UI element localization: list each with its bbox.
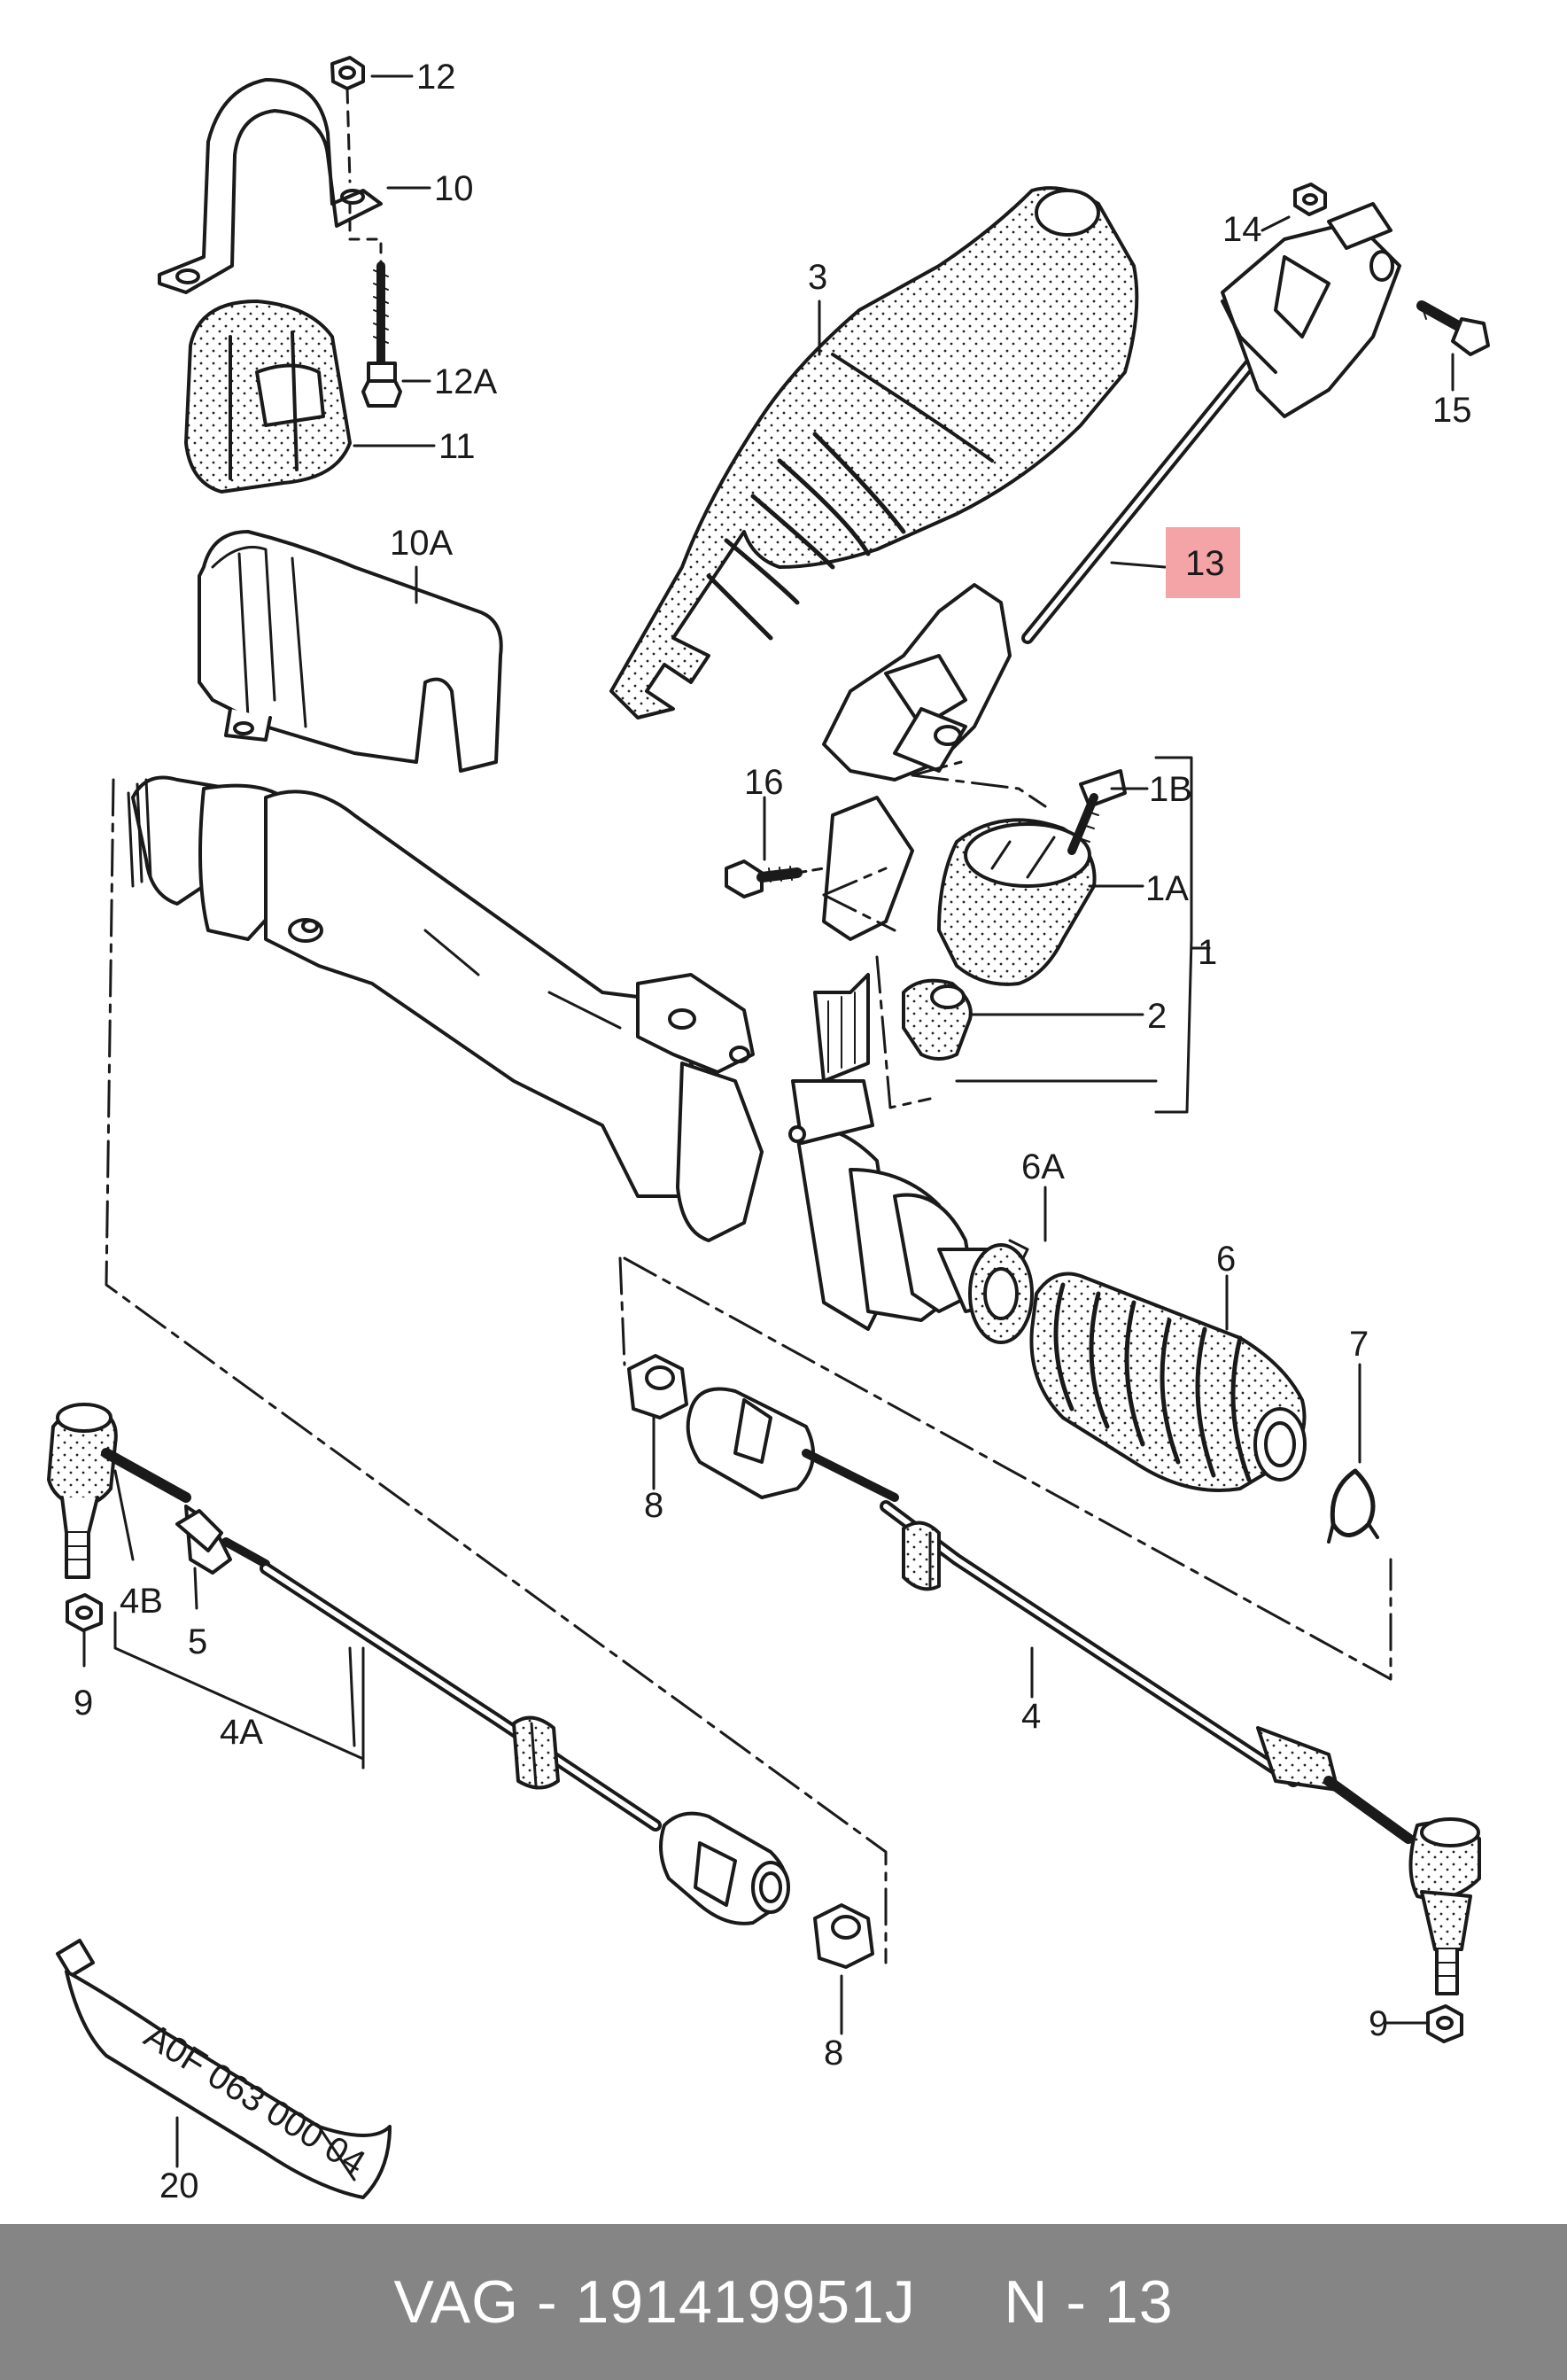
bolt-15 [1416,300,1490,356]
grease-tube-20 [56,1939,392,2199]
label-9-right: 9 [1369,2004,1388,2043]
pinion-shaft [788,973,874,1145]
cover-10a [198,530,503,773]
label-12: 12 [416,58,456,97]
position-number: 13 [1104,2268,1174,2336]
separator-2: - [1048,2268,1105,2336]
lock-washer-6a [968,1239,1034,1344]
label-4b: 4B [120,1582,163,1621]
nut-9-right [1426,2004,1463,2043]
label-1a: 1A [1145,869,1189,908]
label-6: 6 [1216,1240,1236,1279]
assembly-bracket-1 [1154,756,1193,1114]
label-8-lower: 8 [824,2034,843,2073]
label-13: 13 [1185,544,1225,583]
label-16: 16 [744,763,784,802]
seal-2 [902,978,973,1061]
label-1b: 1B [1149,770,1192,809]
label-2: 2 [1147,997,1167,1036]
part-caption: VAG - 191419951J N - 13 [393,2267,1173,2337]
clip-7 [1327,1468,1379,1544]
label-8-upper: 8 [644,1486,663,1525]
callout-labels: 12 10 12A 11 10A 3 14 15 13 16 1B 1A 1 2… [74,58,1472,2205]
brand-text: VAG [393,2268,520,2336]
nut-14 [1293,183,1327,216]
steering-shaft-13 [1021,202,1401,644]
highlight-box-13 [1166,527,1240,598]
label-4: 4 [1021,1697,1041,1736]
tube-lettering: A0F 063 000 04 [137,2016,372,2182]
label-7: 7 [1349,1325,1369,1364]
label-5: 5 [188,1622,207,1661]
nut-8-upper [627,1354,688,1419]
label-11: 11 [438,427,476,466]
footer-bar: VAG - 191419951J N - 13 [0,2224,1567,2380]
label-10: 10 [434,169,474,208]
nut-9-left [66,1593,103,1632]
bracket-lines [105,760,1392,1964]
bolt-12a [361,261,402,408]
nut-12 [330,56,365,90]
universal-joint-lower [822,583,1012,941]
position-label: N [1004,2268,1049,2336]
label-6a: 6A [1021,1147,1065,1186]
label-9-left: 9 [74,1684,93,1723]
label-10a: 10A [390,524,453,563]
screw-1b [1067,769,1127,855]
label-12a: 12A [434,362,497,401]
label-3: 3 [808,258,827,297]
spacer [916,2268,1004,2336]
clamp-bracket-10 [158,78,383,294]
bellows-6 [1029,1272,1307,1492]
bolt-16 [725,859,852,898]
separator: - [519,2268,576,2336]
parts-diagram: A0F 063 000 04 12 10 12A 11 10A 3 14 15 … [47,56,1490,2205]
tie-rod-4 [686,1387,1481,1995]
boot-3 [609,186,1139,719]
nut-8-lower [813,1903,874,1969]
label-1: 1 [1198,933,1217,972]
label-20: 20 [159,2166,199,2205]
tie-rod-4a [47,1403,790,1925]
boot-1a [937,818,1097,986]
label-4a: 4A [220,1713,263,1752]
label-15: 15 [1432,391,1472,430]
label-14: 14 [1222,210,1262,249]
rubber-bush-11 [184,299,352,494]
part-number: 191419951J [575,2268,916,2336]
leader-lines [82,74,1455,2168]
